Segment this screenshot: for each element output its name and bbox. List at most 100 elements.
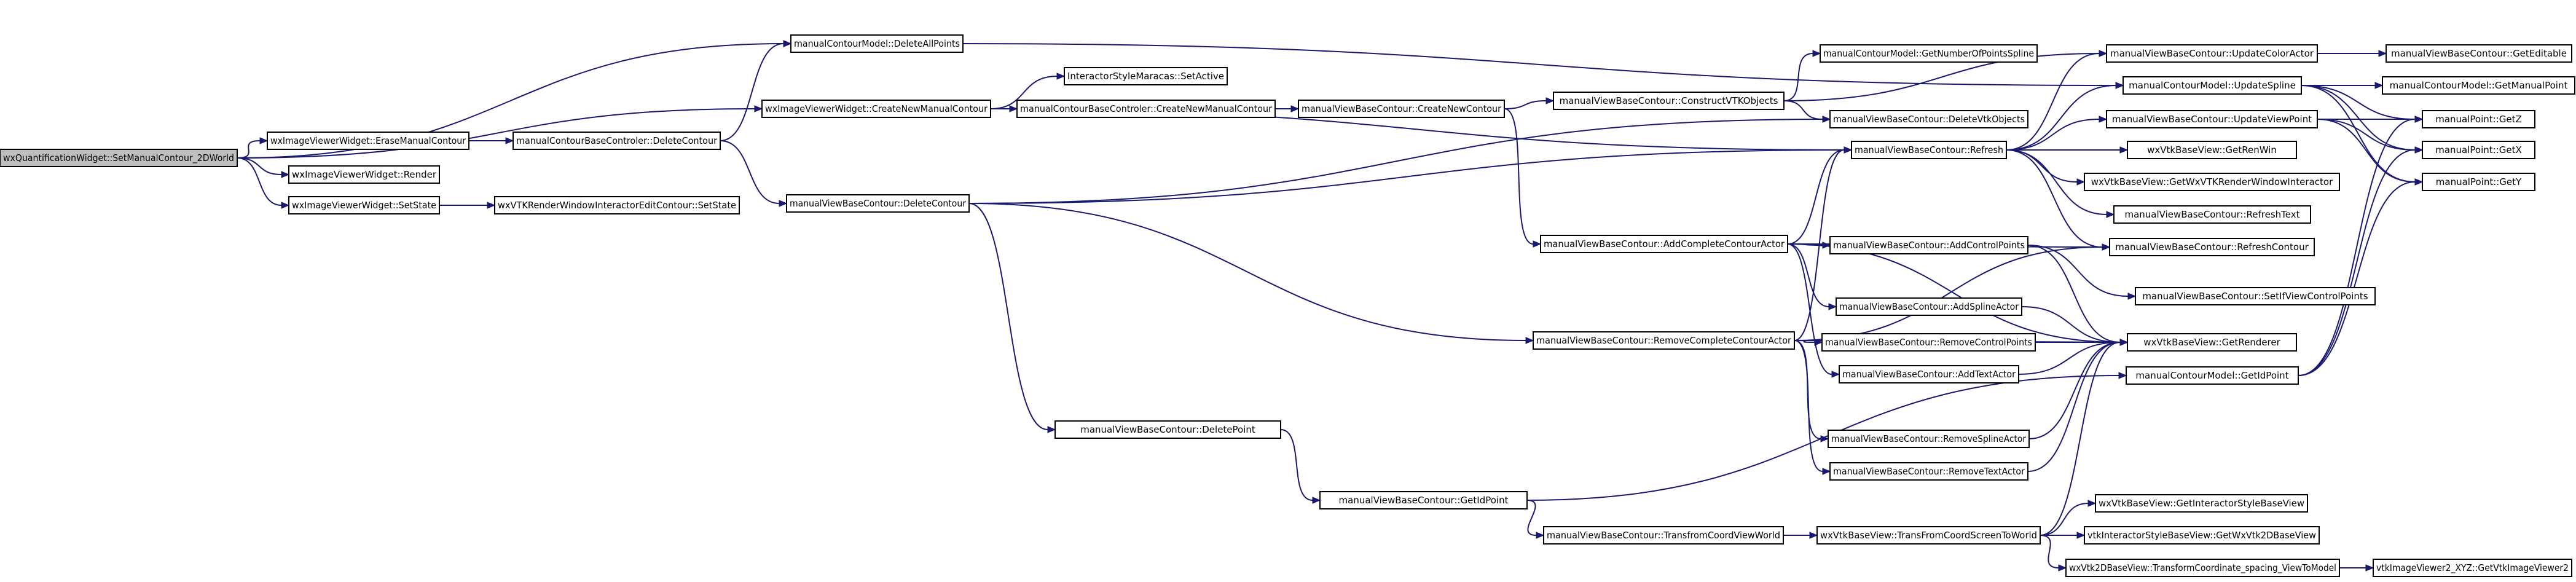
edge-line (2317, 119, 2416, 151)
node-wxvtkbaseview-transfromcoordscreentoworld[interactable]: wxVtkBaseView::TransFromCoordScreenToWor… (1816, 526, 2041, 545)
node-box[interactable] (1298, 100, 1505, 118)
node-manualviewbasecontour-getidpoint[interactable]: manualViewBaseContour::GetIdPoint (1319, 491, 1528, 509)
node-manualpoint-getz[interactable]: manualPoint::GetZ (2422, 110, 2535, 128)
node-interactorstylemaracas-setactive[interactable]: InteractorStyleMaracas::SetActive (1064, 67, 1228, 85)
node-manualcontourbasecontroler-deletecontour[interactable]: manualContourBaseControler::DeleteContou… (512, 132, 721, 150)
node-wxvtkbaseview-getrenderer[interactable]: wxVtkBaseView::GetRenderer (2127, 333, 2297, 352)
node-manualviewbasecontour-updateviewpoint[interactable]: manualViewBaseContour::UpdateViewPoint (2106, 110, 2318, 128)
node-box[interactable] (2386, 44, 2572, 63)
edge-n16-to-n25 (1794, 340, 1829, 442)
node-box[interactable] (1836, 297, 2022, 316)
node-manualviewbasecontour-addcontrolpoints[interactable]: manualViewBaseContour::AddControlPoints (1829, 236, 2028, 254)
node-manualviewbasecontour-addsplineactor[interactable]: manualViewBaseContour::AddSplineActor (1836, 297, 2022, 316)
node-manualviewbasecontour-refreshcontour[interactable]: manualViewBaseContour::RefreshContour (2109, 238, 2315, 256)
node-box[interactable] (786, 194, 970, 213)
node-box[interactable] (1533, 331, 1795, 350)
node-wxvtkbaseview-getrenwin[interactable]: wxVtkBaseView::GetRenWin (2127, 141, 2297, 159)
node-box[interactable] (1016, 100, 1276, 118)
node-label: manualPoint::GetX (2435, 144, 2522, 155)
node-wxvtkbaseview-getwxvtkrenderwindowinteractor[interactable]: wxVtkBaseView::GetWxVTKRenderWindowInter… (2084, 173, 2340, 191)
node-box[interactable] (790, 34, 964, 53)
node-box[interactable] (2135, 287, 2376, 305)
node-box[interactable] (2106, 110, 2318, 128)
edge-n16-to-n26 (1794, 340, 1831, 475)
node-manualviewbasecontour-removecontrolpoints[interactable]: manualViewBaseContour::RemoveControlPoin… (1821, 333, 2036, 352)
node-wximageviewerwidget-setstate[interactable]: wxImageViewerWidget::SetState (288, 196, 440, 214)
node-box[interactable] (2106, 44, 2318, 63)
node-manualviewbasecontour-addcompletecontouractor[interactable]: manualViewBaseContour::AddCompleteContou… (1540, 235, 1788, 253)
node-box[interactable] (1829, 110, 2028, 128)
node-manualviewbasecontour-createnewcontour[interactable]: manualViewBaseContour::CreateNewContour (1298, 100, 1505, 118)
node-wxvtkbaseview-getinteractorstylebaseview[interactable]: wxVtkBaseView::GetInteractorStyleBaseVie… (2095, 494, 2308, 513)
node-manualviewbasecontour-deletepoint[interactable]: manualViewBaseContour::DeletePoint (1054, 420, 1281, 439)
node-box[interactable] (288, 196, 440, 214)
node-box[interactable] (2382, 76, 2575, 95)
node-manualviewbasecontour-removesplineactor[interactable]: manualViewBaseContour::RemoveSplineActor (1828, 430, 2030, 448)
node-wxvtk2dbaseview-transformcoordinate-spacing-viewtomodel[interactable]: wxVtk2DBaseView::TransformCoordinate_spa… (2065, 559, 2340, 577)
node-manualviewbasecontour-removetextactor[interactable]: manualViewBaseContour::RemoveTextActor (1829, 462, 2028, 481)
node-manualviewbasecontour-addtextactor[interactable]: manualViewBaseContour::AddTextActor (1839, 365, 2019, 383)
node-vtkinteractorstylebaseview-getwxvtk2dbaseview[interactable]: vtkInteractorStyleBaseView::GetWxVtk2DBa… (2084, 526, 2320, 545)
node-box[interactable] (2126, 366, 2299, 385)
node-box[interactable] (2084, 526, 2320, 545)
node-box[interactable] (1553, 92, 1785, 110)
node-wximageviewerwidget-erasemanualcontour[interactable]: wxImageViewerWidget::EraseManualContour (267, 132, 469, 150)
node-box[interactable] (2422, 141, 2535, 159)
node-manualviewbasecontour-refresh[interactable]: manualViewBaseContour::Refresh (1851, 141, 2007, 159)
node-box[interactable] (2127, 141, 2297, 159)
node-manualcontourmodel-updatespline[interactable]: manualContourModel::UpdateSpline (2122, 76, 2302, 95)
edge-arrowhead (2119, 146, 2129, 154)
node-manualcontourmodel-getmanualpoint[interactable]: manualContourModel::GetManualPoint (2382, 76, 2575, 95)
node-box[interactable] (761, 100, 991, 118)
node-box[interactable] (0, 149, 238, 167)
node-manualviewbasecontour-updatecoloractor[interactable]: manualViewBaseContour::UpdateColorActor (2106, 44, 2318, 63)
node-box[interactable] (2122, 76, 2302, 95)
node-manualviewbasecontour-constructvtkobjects[interactable]: manualViewBaseContour::ConstructVTKObjec… (1553, 92, 1785, 110)
node-manualviewbasecontour-geteditable[interactable]: manualViewBaseContour::GetEditable (2386, 44, 2572, 63)
node-box[interactable] (1319, 491, 1528, 509)
node-box[interactable] (1829, 462, 2028, 481)
node-box[interactable] (1828, 430, 2030, 448)
node-box[interactable] (1821, 333, 2036, 352)
node-manualviewbasecontour-refreshtext[interactable]: manualViewBaseContour::RefreshText (2113, 205, 2311, 224)
node-manualviewbasecontour-deletecontour[interactable]: manualViewBaseContour::DeleteContour (786, 194, 970, 213)
node-box[interactable] (2422, 110, 2535, 128)
node-box[interactable] (2084, 173, 2340, 191)
node-vtkimageviewer2-xyz-getvtkimageviewer2[interactable]: vtkImageViewer2_XYZ::GetVtkImageViewer2 (2373, 559, 2572, 577)
node-wximageviewerwidget-createnewmanualcontour[interactable]: wxImageViewerWidget::CreateNewManualCont… (761, 100, 991, 118)
node-box[interactable] (1816, 526, 2041, 545)
node-manualviewbasecontour-removecompletecontouractor[interactable]: manualViewBaseContour::RemoveCompleteCon… (1533, 331, 1795, 350)
node-box[interactable] (512, 132, 721, 150)
node-manualviewbasecontour-deletevtkobjects[interactable]: manualViewBaseContour::DeleteVtkObjects (1829, 110, 2028, 128)
node-box[interactable] (2422, 173, 2535, 191)
node-box[interactable] (1064, 67, 1228, 85)
node-box[interactable] (267, 132, 469, 150)
node-box[interactable] (2127, 333, 2297, 352)
node-box[interactable] (2095, 494, 2308, 513)
node-manualcontourbasecontroler-createnewmanualcontour[interactable]: manualContourBaseControler::CreateNewMan… (1016, 100, 1276, 118)
node-box[interactable] (1829, 236, 2028, 254)
node-manualcontourmodel-deleteallpoints[interactable]: manualContourModel::DeleteAllPoints (790, 34, 964, 53)
node-manualcontourmodel-getidpoint[interactable]: manualContourModel::GetIdPoint (2126, 366, 2299, 385)
node-manualviewbasecontour-transfromcoordviewworld[interactable]: manualViewBaseContour::TransfromCoordVie… (1543, 526, 1784, 545)
node-box[interactable] (2373, 559, 2572, 577)
node-box[interactable] (1820, 44, 2038, 63)
node-box[interactable] (1851, 141, 2007, 159)
node-manualpoint-gety[interactable]: manualPoint::GetY (2422, 173, 2535, 191)
node-box[interactable] (1540, 235, 1788, 253)
node-box[interactable] (2113, 205, 2311, 224)
node-wximageviewerwidget-render[interactable]: wxImageViewerWidget::Render (288, 165, 440, 184)
node-manualpoint-getx[interactable]: manualPoint::GetX (2422, 141, 2535, 159)
node-box[interactable] (1054, 420, 1281, 439)
node-box[interactable] (1543, 526, 1784, 545)
node-box[interactable] (494, 196, 740, 214)
node-label: manualViewBaseContour::AddControlPoints (1833, 240, 2025, 251)
node-wxvtkrenderwindowinteractoreditcontour-setstate[interactable]: wxVTKRenderWindowInteractorEditContour::… (494, 196, 740, 214)
node-box[interactable] (1839, 365, 2019, 383)
node-box[interactable] (2065, 559, 2340, 577)
node-manualcontourmodel-getnumberofpointsspline[interactable]: manualContourModel::GetNumberOfPointsSpl… (1820, 44, 2038, 63)
node-manualviewbasecontour-setifviewcontrolpoints[interactable]: manualViewBaseContour::SetIfViewControlP… (2135, 287, 2376, 305)
node-box[interactable] (2109, 238, 2315, 256)
node-box[interactable] (288, 165, 440, 184)
node-wxquantificationwidget-setmanualcontour-2dworld[interactable]: wxQuantificationWidget::SetManualContour… (0, 149, 238, 167)
